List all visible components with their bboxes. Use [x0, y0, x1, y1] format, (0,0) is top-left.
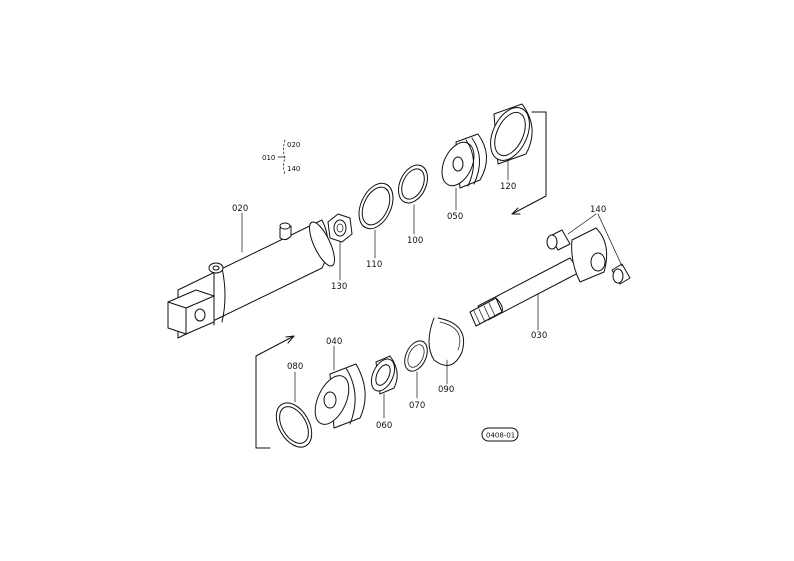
gland-bore: [323, 391, 337, 409]
gland-040: 040: [314, 337, 366, 429]
label-070: 070: [409, 401, 425, 411]
ring-outer: [358, 182, 394, 230]
label-100: 100: [407, 236, 423, 246]
nut-130: 130: [327, 213, 353, 292]
label-020-legend: 020: [287, 141, 300, 149]
label-060: 060: [376, 421, 392, 431]
bracket-arrow-lower: [285, 335, 295, 344]
label-110: 110: [366, 260, 382, 270]
ring-outer: [397, 164, 429, 204]
tube-end: [309, 221, 335, 267]
label-090: 090: [438, 385, 454, 395]
leader-140-b: [597, 213, 623, 267]
tube-base-ring-2: [221, 267, 226, 323]
assembly-bracket-upper: [511, 111, 547, 215]
label-030: 030: [531, 331, 547, 341]
ring-outer: [428, 317, 464, 366]
o-ring-080: 080: [275, 362, 313, 448]
ring-inner: [361, 186, 391, 226]
bracket-arrow-upper: [511, 207, 521, 215]
gland-step: [345, 367, 356, 425]
label-140: 140: [590, 205, 606, 215]
thread-lines: [473, 302, 496, 325]
nut-thread: [336, 223, 344, 233]
cylinder-tube-020: 020: [167, 204, 335, 339]
ring-outer: [404, 340, 428, 372]
ring-inner: [439, 321, 461, 351]
clevis-edge-2: [167, 301, 187, 309]
ring-inner: [279, 406, 309, 444]
piston-rod-030: 030: [469, 227, 608, 341]
ring-070: 070: [404, 340, 428, 411]
rod-eye-hole: [590, 252, 606, 272]
rod-shoulder: [495, 297, 503, 313]
label-020: 020: [232, 204, 248, 214]
bushings-140: 140: [546, 205, 631, 285]
band-inner: [494, 111, 526, 157]
label-080: 080: [287, 362, 303, 372]
ring-inner: [401, 168, 425, 200]
port-fitting-top: [279, 222, 291, 230]
nut-hole: [333, 219, 347, 237]
label-050: 050: [447, 212, 463, 222]
port-boss: [208, 262, 224, 274]
reference-tag-text: 0408-01: [486, 432, 515, 440]
clevis-hole: [194, 308, 206, 322]
assembly-bracket-lower: [255, 335, 295, 449]
band-face: [490, 107, 530, 161]
piston-groove-2: [471, 137, 480, 185]
leader-140-a: [567, 213, 597, 235]
tube-clevis: [167, 289, 215, 335]
snap-ring-090: 090: [428, 317, 464, 395]
port-fitting: [279, 225, 292, 241]
ring-outer: [275, 402, 313, 448]
bushing-right-face: [612, 268, 624, 284]
bushing-left-face: [546, 234, 558, 250]
label-040: 040: [326, 337, 342, 347]
label-130: 130: [331, 282, 347, 292]
o-ring-110: 110: [358, 182, 394, 270]
label-120: 120: [500, 182, 516, 192]
port-hole: [212, 265, 220, 271]
piston-050: 050: [441, 133, 487, 222]
label-140-legend: 140: [287, 165, 300, 173]
reference-tag-frame: [481, 427, 519, 442]
label-010: 010: [262, 154, 275, 162]
seal-inner: [375, 364, 391, 386]
legend-bracket: [283, 139, 286, 175]
ring-100: 100: [397, 164, 429, 246]
clevis-edge-3: [185, 295, 215, 309]
nut-body: [327, 213, 353, 243]
part-group-legend: 010 020 140: [262, 139, 300, 175]
reference-tag: 0408-01: [481, 427, 519, 442]
piston-bore: [452, 156, 464, 172]
wear-ring-120: 120: [490, 103, 533, 192]
ring-inner: [407, 344, 425, 368]
seal-face: [370, 358, 396, 392]
piston-groove: [465, 139, 474, 187]
seal-060: 060: [370, 355, 398, 431]
